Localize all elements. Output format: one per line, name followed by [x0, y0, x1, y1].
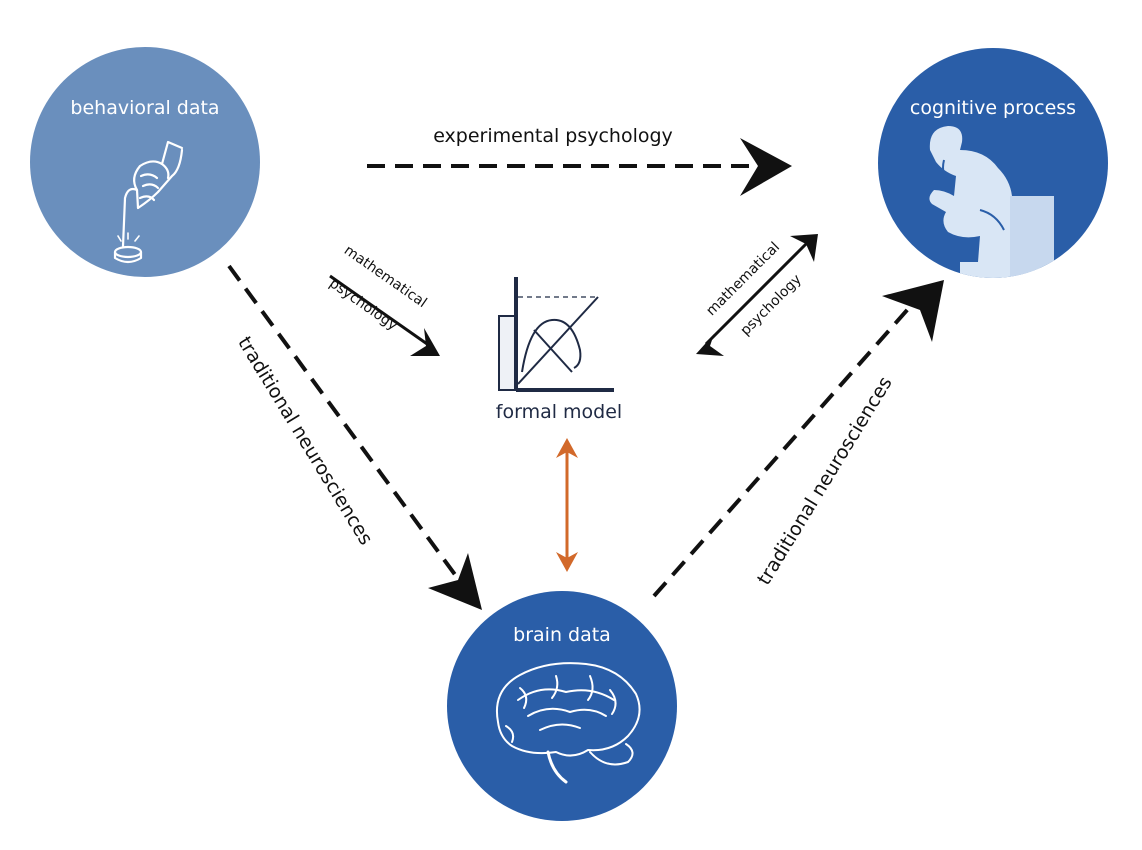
- experimental-psychology-arrow: [367, 138, 792, 196]
- traditional-neurosciences-left-label: traditional neurosciences: [233, 333, 377, 549]
- mathematical-psychology-right-arrow: [696, 234, 818, 356]
- cognitive-process-label: cognitive process: [910, 97, 1076, 119]
- thinker-statue-icon: [929, 126, 1054, 278]
- brain-icon: [496, 662, 641, 784]
- experimental-psychology-label: experimental psychology: [433, 125, 673, 147]
- traditional-neurosciences-right-arrow: [652, 280, 944, 598]
- model-brain-double-arrow: [556, 438, 578, 572]
- behavioral-data-label: behavioral data: [70, 97, 219, 119]
- traditional-neurosciences-left-arrow: [227, 264, 482, 610]
- formal-model-label: formal model: [496, 401, 622, 423]
- finger-press-button-icon: [113, 140, 184, 264]
- model-plot-icon: [498, 277, 614, 392]
- brain-data-label: brain data: [513, 624, 611, 646]
- behavioral-data-node: [30, 47, 260, 277]
- mathematical-psychology-left-arrow: [329, 274, 440, 356]
